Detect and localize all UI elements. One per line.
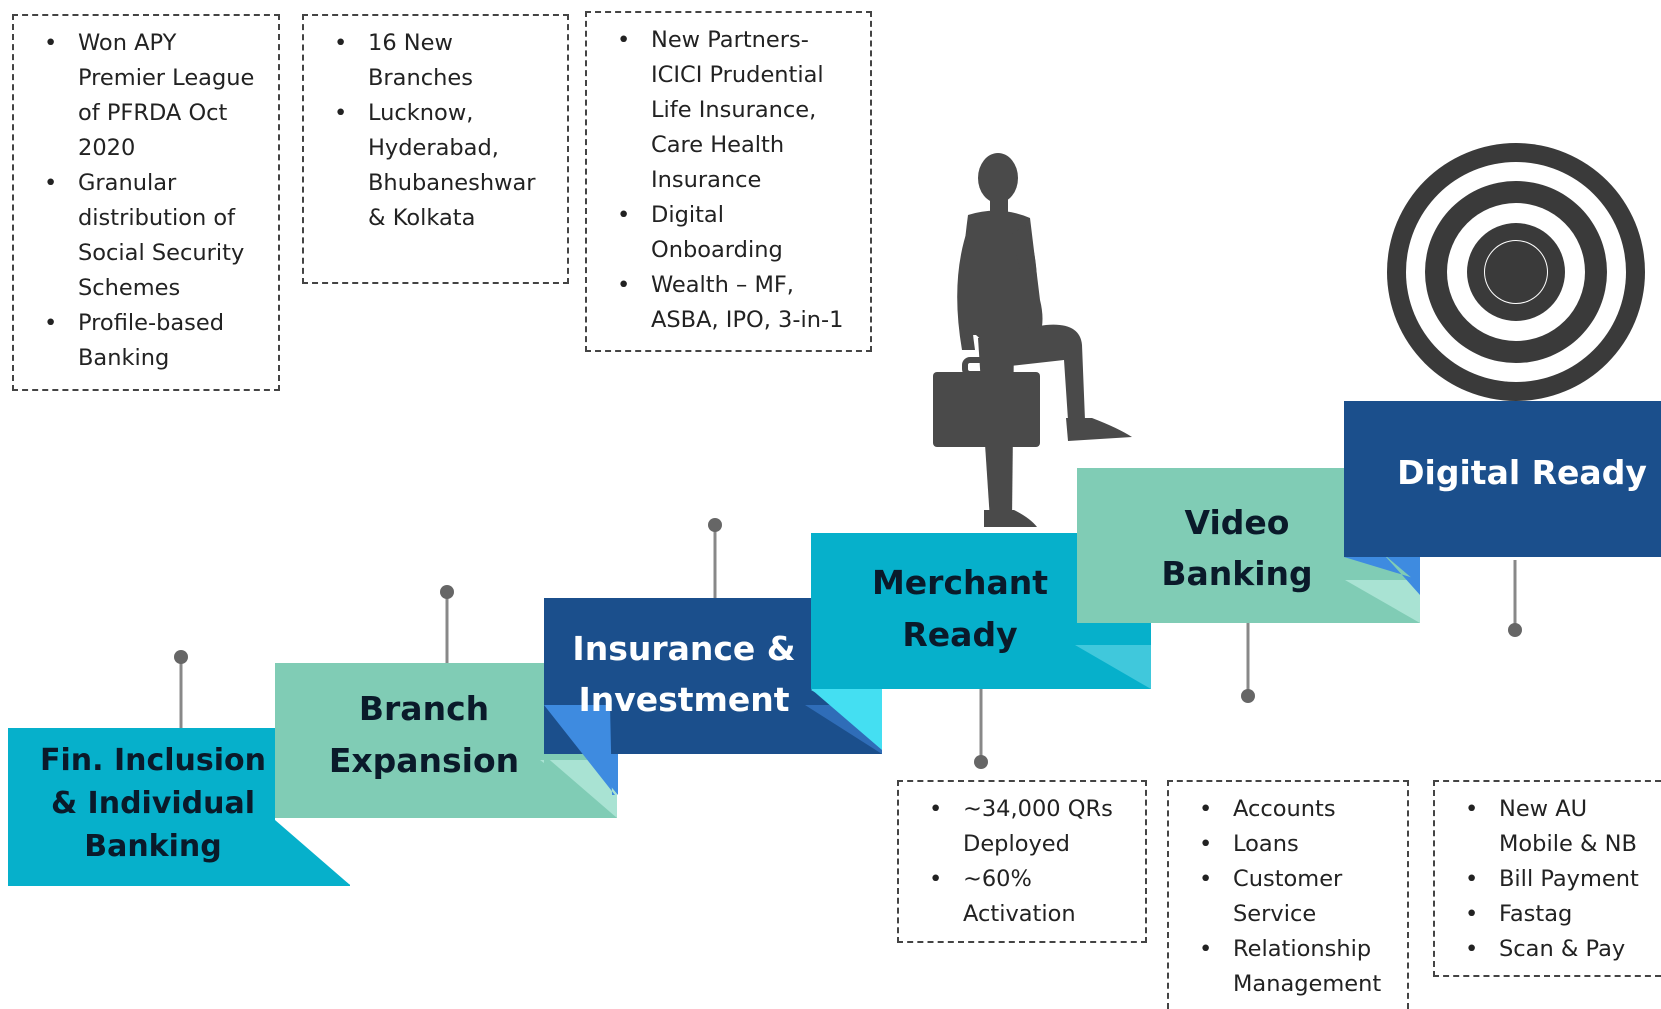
list-item: Wealth – MF, ASBA, IPO, 3-in-1	[599, 268, 858, 338]
step-label-video-2: Banking	[1161, 554, 1312, 593]
step-digital-ready	[1344, 401, 1661, 595]
info-box-video: Accounts Loans Customer Service Relation…	[1167, 780, 1409, 1009]
info-box-merchant: ~34,000 QRs Deployed ~60% Activation	[897, 780, 1147, 943]
step-label-fin-inclusion-1: Fin. Inclusion	[40, 743, 266, 778]
list-item: New Partners-ICICI Prudential Life Insur…	[599, 23, 858, 198]
info-box-branch: 16 New Branches Lucknow, Hyderabad, Bhub…	[302, 14, 569, 284]
step-label-merchant-2: Ready	[902, 615, 1017, 654]
step-label-branch-1: Branch	[359, 689, 489, 728]
list-item: Bill Payment	[1447, 862, 1649, 897]
list-item: Won APY Premier League of PFRDA Oct 2020	[26, 26, 266, 166]
list-item: Granular distribution of Social Security…	[26, 166, 266, 306]
fold-step-3	[584, 754, 618, 795]
info-box-insurance: New Partners-ICICI Prudential Life Insur…	[585, 11, 872, 352]
fold-step-2	[544, 755, 617, 818]
list-item: ~34,000 QRs Deployed	[911, 792, 1133, 862]
list-item: Relationship Management	[1181, 932, 1395, 1002]
list-item: Lucknow, Hyderabad, Bhubaneshwar & Kolka…	[316, 96, 555, 236]
list-item: Customer Service	[1181, 862, 1395, 932]
list-item: Profile-based Banking	[26, 306, 266, 376]
fold-step-6	[1387, 557, 1420, 585]
list-item: Accounts	[1181, 792, 1395, 827]
list-item: Loans	[1181, 827, 1395, 862]
connectors	[179, 525, 1517, 760]
list-item: Scan & Pay	[1447, 932, 1649, 967]
list-item: ~60% Activation	[911, 862, 1133, 932]
list-item: Fastag	[1447, 897, 1649, 932]
list-item: Digital Onboarding	[599, 198, 858, 268]
list-item: New AU Mobile & NB	[1447, 792, 1649, 862]
list-item: 16 New Branches	[316, 26, 555, 96]
step-label-fin-inclusion-2: & Individual	[51, 786, 255, 821]
step-label-insurance-1: Insurance &	[572, 629, 795, 668]
step-label-insurance-2: Investment	[578, 680, 789, 719]
step-label-branch-2: Expansion	[329, 741, 519, 780]
fold-step-4	[811, 689, 882, 750]
fold-step-1	[275, 820, 350, 885]
step-label-fin-inclusion-3: Banking	[84, 829, 222, 864]
info-box-digital: New AU Mobile & NB Bill Payment Fastag S…	[1433, 780, 1661, 977]
businessman-icon	[933, 153, 1132, 527]
step-label-merchant-1: Merchant	[872, 563, 1048, 602]
connector-dots	[174, 518, 1522, 769]
info-box-fin-inclusion: Won APY Premier League of PFRDA Oct 2020…	[12, 14, 280, 391]
step-label-digital: Digital Ready	[1397, 453, 1647, 492]
target-icon	[1387, 143, 1645, 401]
step-label-video-1: Video	[1185, 503, 1290, 542]
